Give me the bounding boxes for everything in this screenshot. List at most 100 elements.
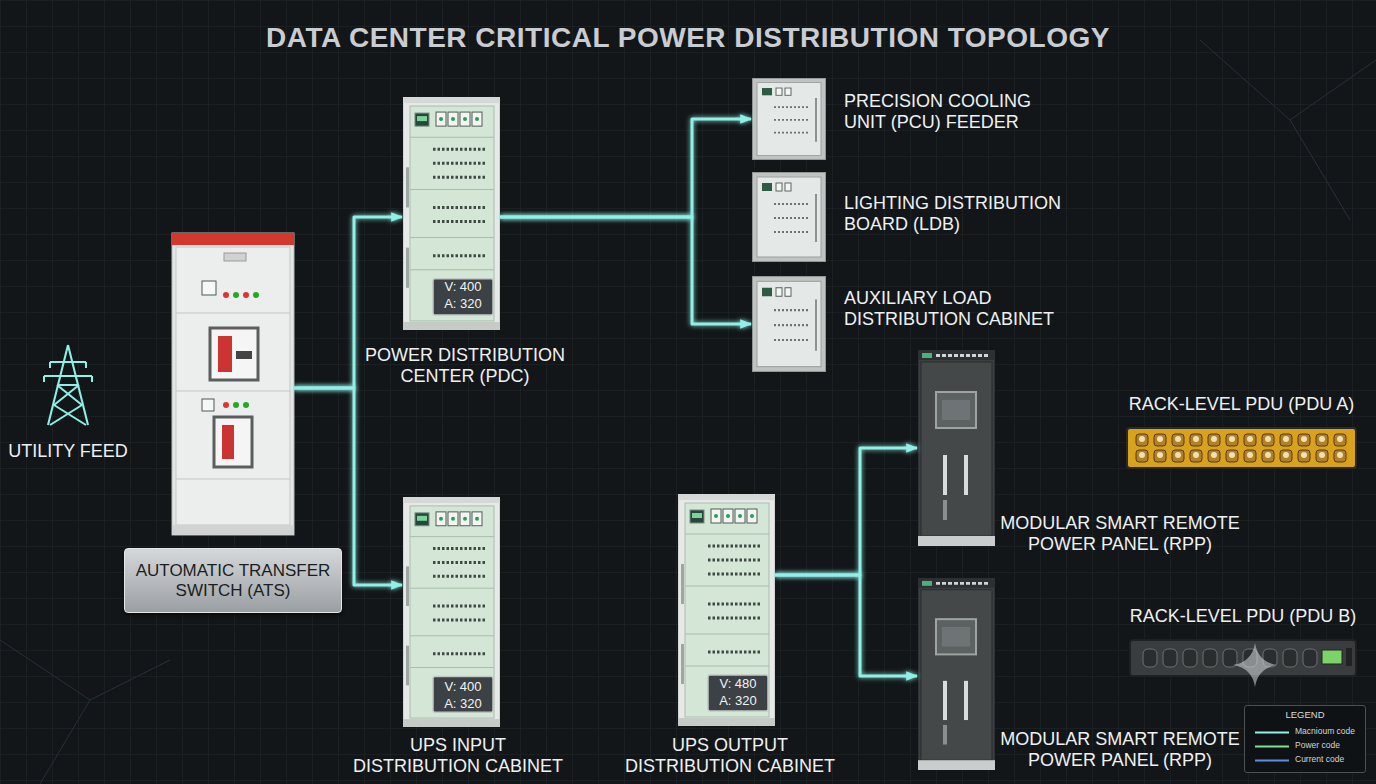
pdu-label: RACK-LEVEL PDU (PDU B) [1130,606,1356,627]
legend-text: Macnioum code [1295,727,1355,737]
legend-row: Macnioum code [1245,726,1365,739]
ats-cabinet-part [243,402,249,408]
network-decoration-part [1200,40,1290,120]
network-decoration [0,40,1376,784]
power-connector [500,119,751,217]
legend-text: Power code [1295,741,1340,751]
remote-power-panel: MODULAR SMART REMOTE POWER PANEL (RPP) [918,578,995,770]
ats-cabinet-part [172,233,294,535]
rack-pdu: RACK-LEVEL PDU (PDU B) [1130,640,1356,676]
legend-line-sample [1253,740,1293,753]
transmission-tower-part [57,384,79,386]
legend-row: Power code [1245,740,1365,753]
ats-cabinet-part [243,292,249,298]
ats-cabinet-part [223,402,229,408]
current-reading: A: 320 [708,693,768,709]
transmission-tower-part [49,362,51,368]
aux-cabinet [752,276,826,372]
legend-line [1255,746,1289,748]
ats-cabinet-part [214,417,252,467]
cabinet-label: UPS OUTPUT DISTRIBUTION CABINET [623,735,838,776]
transmission-tower-part [54,385,79,405]
remote-power-panel: MODULAR SMART REMOTE POWER PANEL (RPP) [918,350,995,546]
power-connector [775,575,917,676]
distribution-cabinet: V: 480A: 320UPS OUTPUT DISTRIBUTION CABI… [678,494,775,726]
ats-cabinet-part [222,425,234,459]
rack-pdu: RACK-LEVEL PDU (PDU A) [1127,428,1356,468]
pdu-strip-part [1127,428,1356,468]
pdc-cabinet [403,97,500,330]
pdu-strip [1127,428,1356,468]
transmission-tower [44,345,92,425]
transfer-switch: AUTOMATIC TRANSFER SWITCH (ATS) [172,233,294,535]
pdu-strip [1130,640,1356,676]
ats-cabinet-part [224,253,246,261]
feeder-cabinet: AUXILIARY LOAD DISTRIBUTION CABINET [752,276,826,372]
voltage-reading: V: 400 [433,679,493,695]
utility-feed: UTILITY FEED [38,345,98,429]
network-decoration-part [40,700,90,784]
feeder-cabinet: PRECISION COOLING UNIT (PCU) FEEDER [752,78,826,160]
node-label: UTILITY FEED [8,441,128,462]
voltage-reading: V: 480 [708,676,768,692]
transmission-tower-part [85,362,87,368]
legend-box: LEGEND Macnioum codePower codeCurrent cod… [1244,705,1366,773]
transmission-tower-part [54,405,86,425]
legend-text: Current code [1295,755,1344,765]
distribution-cabinet: V: 400A: 320UPS INPUT DISTRIBUTION CABIN… [403,497,500,727]
ats-cabinet-part [172,233,294,245]
cabinet-label: POWER DISTRIBUTION CENTER (PDC) [358,345,573,386]
network-decoration-part [1290,120,1350,220]
ups-output-cabinet [678,494,775,726]
feeder-label: PRECISION COOLING UNIT (PCU) FEEDER [844,91,1072,132]
ats-cabinet-part [210,328,258,380]
current-reading: A: 320 [433,696,493,712]
ats-cabinet-part [176,479,290,480]
legend-row: Current code [1245,754,1365,767]
ats-cabinet-part [233,402,239,408]
transmission-tower-part [50,361,86,363]
sparkle-watermark [1233,643,1277,687]
pcu-cabinet [752,78,826,160]
pdu-strip-part [1133,432,1349,464]
distribution-cabinet: V: 400A: 320POWER DISTRIBUTION CENTER (P… [403,97,500,330]
network-decoration-part [90,660,170,700]
legend-line-sample [1253,754,1293,767]
transmission-tower-part [44,375,92,377]
legend-title: LEGEND [1245,710,1365,721]
diagram-title: DATA CENTER CRITICAL POWER DISTRIBUTION … [0,22,1376,54]
panel-label: MODULAR SMART REMOTE POWER PANEL (RPP) [995,513,1245,554]
feeder-label: LIGHTING DISTRIBUTION BOARD (LDB) [844,193,1072,234]
panel-label: MODULAR SMART REMOTE POWER PANEL (RPP) [995,729,1245,770]
power-connector [995,447,1126,450]
transmission-tower-part [57,385,82,405]
ups-input-cabinet [403,497,500,727]
ats-cabinet-part [202,281,216,295]
legend-line [1255,732,1289,734]
rpp-panel [918,350,995,546]
power-connector [500,217,751,324]
network-decoration-part [1290,60,1376,120]
ats-cabinet-part [233,292,239,298]
cabinet-label: UPS INPUT DISTRIBUTION CABINET [351,735,566,776]
ats-cabinet-part [236,351,252,359]
transmission-tower-part [50,405,82,425]
transmission-tower-part [91,376,93,382]
ats-cabinet-part [176,391,290,392]
ats-cabinet-part [172,525,294,535]
legend-line [1255,760,1289,762]
pdu-strip-part [1140,640,1320,676]
feeder-cabinet: LIGHTING DISTRIBUTION BOARD (LDB) [752,172,826,262]
voltage-reading: V: 400 [433,279,493,295]
network-decoration-part [0,640,90,700]
name-plate: AUTOMATIC TRANSFER SWITCH (ATS) [124,548,342,613]
ats-cabinet-part [223,292,229,298]
power-connector [500,609,677,612]
pdu-strip-part [1130,640,1356,676]
ats-cabinet-part [202,399,214,411]
current-reading: A: 320 [433,296,493,312]
